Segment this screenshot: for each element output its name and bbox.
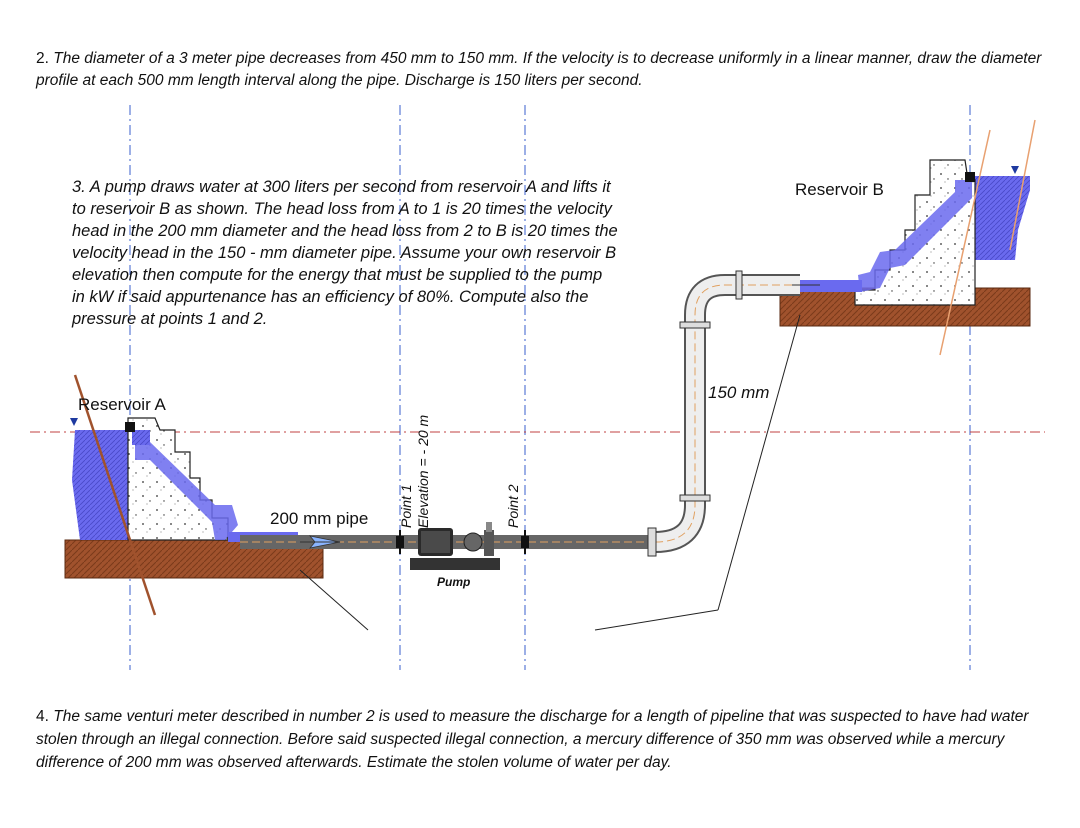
problem-2-number: 2. [36,50,49,67]
problem-3-text: 3. A pump draws water at 300 liters per … [71,178,622,328]
point-2-label: Point 2 [505,484,521,528]
pipe-200-label: 200 mm pipe [270,509,368,528]
reservoir-a [64,374,324,616]
pump-label: Pump [437,575,470,589]
problem-4-text: The same venturi meter described in numb… [36,708,1029,771]
reservoir-a-label: Reservoir A [78,395,167,414]
elevation-label: Elevation = - 20 m [415,414,431,528]
leader-lines [299,314,801,631]
problem-2: 2. The diameter of a 3 meter pipe decrea… [36,48,1056,92]
problem-2-text: The diameter of a 3 meter pipe decreases… [36,50,1042,89]
point-1-label: Point 1 [398,484,414,528]
pump-symbol [410,522,500,570]
point-markers [125,172,975,554]
pump-system-figure: 3. A pump draws water at 300 liters per … [30,105,1045,670]
problem-4-number: 4. [36,708,49,725]
pipe-150-label: 150 mm [708,383,769,402]
reservoir-b-label: Reservoir B [795,180,884,199]
reservoir-b [779,119,1036,356]
problem-4: 4. The same venturi meter described in n… [36,705,1056,774]
